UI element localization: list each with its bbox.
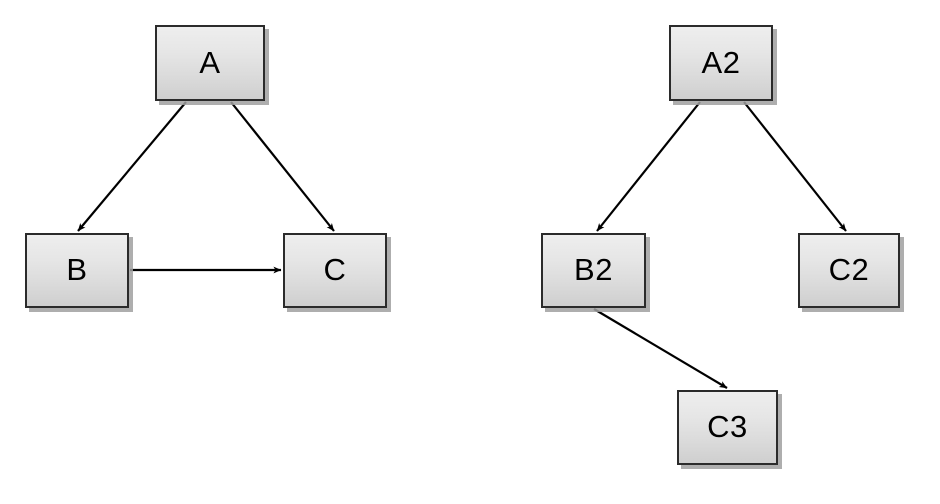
node-b[interactable]: B — [25, 233, 129, 308]
node-label: C2 — [828, 252, 870, 287]
edge-b2-to-c3 — [593, 308, 728, 389]
node-a2[interactable]: A2 — [669, 25, 773, 101]
node-b2[interactable]: B2 — [541, 233, 646, 308]
node-label: C3 — [707, 409, 748, 444]
edge-a-to-b — [77, 101, 187, 232]
node-label: A — [199, 44, 221, 80]
edge-a2-to-b2 — [596, 101, 701, 232]
edge-a-to-c — [230, 101, 335, 232]
node-label: A2 — [701, 44, 741, 80]
node-c3[interactable]: C3 — [677, 390, 778, 465]
node-a[interactable]: A — [155, 25, 265, 101]
edge-a2-to-c2 — [743, 101, 847, 232]
node-c[interactable]: C — [283, 233, 387, 308]
node-label: C — [323, 252, 347, 287]
node-c2[interactable]: C2 — [798, 233, 900, 308]
node-label: B2 — [574, 252, 613, 287]
node-label: B — [66, 252, 88, 287]
